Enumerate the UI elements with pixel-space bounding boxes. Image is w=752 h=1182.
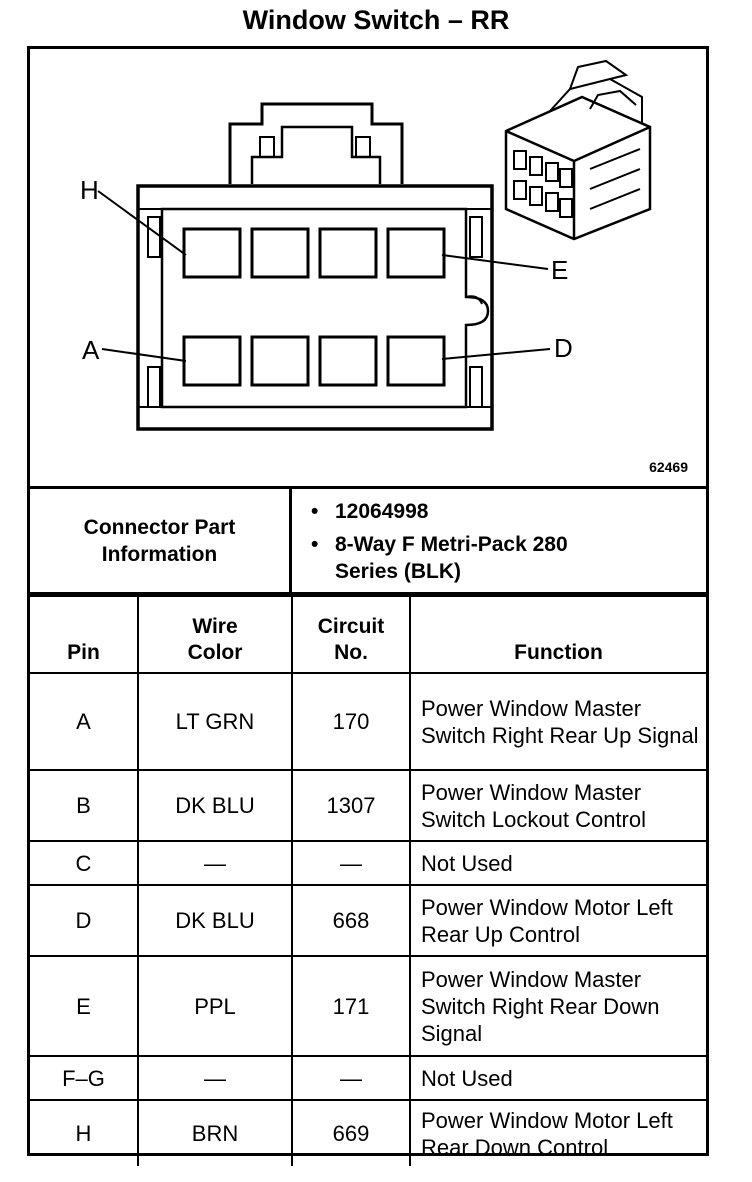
connector-3d-view bbox=[504, 59, 652, 241]
cavity-f bbox=[318, 227, 378, 279]
cell-pin: H bbox=[30, 1099, 139, 1166]
table-row: C——Not Used bbox=[30, 840, 706, 886]
cell-wire-color: BRN bbox=[137, 1099, 293, 1166]
page-title: Window Switch – RR bbox=[242, 5, 510, 35]
cell-function: Power Window Motor Left Rear Down Contro… bbox=[409, 1099, 706, 1166]
cell-pin: F–G bbox=[30, 1055, 139, 1101]
header-pin: Pin bbox=[30, 595, 139, 674]
cavity-g bbox=[250, 227, 310, 279]
connector-info-label: Connector Part Information bbox=[30, 489, 292, 592]
cell-wire-color: — bbox=[137, 840, 293, 886]
cell-wire-color: LT GRN bbox=[137, 672, 293, 771]
connector-latch bbox=[228, 102, 404, 184]
leader-a bbox=[101, 348, 187, 362]
header-circuit: Circuit No. bbox=[291, 595, 411, 674]
cell-circuit: — bbox=[291, 1055, 411, 1101]
header-wire-color: Wire Color bbox=[137, 595, 293, 674]
connector-diagram: H E A D bbox=[80, 59, 652, 431]
cell-circuit: 668 bbox=[291, 884, 411, 957]
cell-circuit: 171 bbox=[291, 955, 411, 1057]
pin-label-e: E bbox=[551, 255, 568, 285]
part-number: •12064998 bbox=[311, 500, 429, 523]
cavity-b bbox=[250, 335, 310, 387]
cavity-h bbox=[182, 227, 242, 279]
cavity-a bbox=[182, 335, 242, 387]
cell-pin: C bbox=[30, 840, 139, 886]
cell-function: Power Window Master Switch Right Rear Up… bbox=[409, 672, 706, 771]
connector-sheet: H E A D 62469 Connector Part Information… bbox=[27, 46, 709, 1166]
cell-wire-color: PPL bbox=[137, 955, 293, 1057]
header-function: Function bbox=[409, 595, 706, 674]
pin-label-h: H bbox=[80, 175, 99, 205]
table-row: F–G——Not Used bbox=[30, 1055, 706, 1101]
cavity-e bbox=[386, 227, 446, 279]
figure-reference: 62469 bbox=[649, 459, 688, 475]
cell-circuit: 1307 bbox=[291, 769, 411, 842]
cell-function: Power Window Master Switch Right Rear Do… bbox=[409, 955, 706, 1057]
cell-function: Power Window Master Switch Lockout Contr… bbox=[409, 769, 706, 842]
cell-pin: E bbox=[30, 955, 139, 1057]
cell-circuit: — bbox=[291, 840, 411, 886]
connector-info-list: •12064998 •8-Way F Metri-Pack 280 Series… bbox=[292, 489, 706, 592]
cell-wire-color: — bbox=[137, 1055, 293, 1101]
cell-pin: D bbox=[30, 884, 139, 957]
leader-e bbox=[441, 254, 549, 270]
connector-type: •8-Way F Metri-Pack 280 Series (BLK) bbox=[311, 533, 568, 583]
cell-pin: A bbox=[30, 672, 139, 771]
connector-info: Connector Part Information •12064998 •8-… bbox=[30, 486, 706, 595]
cell-circuit: 170 bbox=[291, 672, 411, 771]
cell-wire-color: DK BLU bbox=[137, 884, 293, 957]
cavity-d bbox=[386, 335, 446, 387]
cell-pin: B bbox=[30, 769, 139, 842]
leader-h bbox=[97, 190, 187, 256]
connector-body bbox=[136, 184, 494, 431]
cavity-c bbox=[318, 335, 378, 387]
pin-label-d: D bbox=[554, 333, 573, 363]
cell-wire-color: DK BLU bbox=[137, 769, 293, 842]
pin-label-a: A bbox=[82, 335, 100, 365]
leader-d bbox=[441, 348, 551, 360]
cell-function: Power Window Motor Left Rear Up Control bbox=[409, 884, 706, 957]
cell-function: Not Used bbox=[409, 1055, 706, 1101]
cell-circuit: 669 bbox=[291, 1099, 411, 1166]
cell-function: Not Used bbox=[409, 840, 706, 886]
table-header-row: Pin Wire Color Circuit No. Function bbox=[30, 595, 706, 674]
